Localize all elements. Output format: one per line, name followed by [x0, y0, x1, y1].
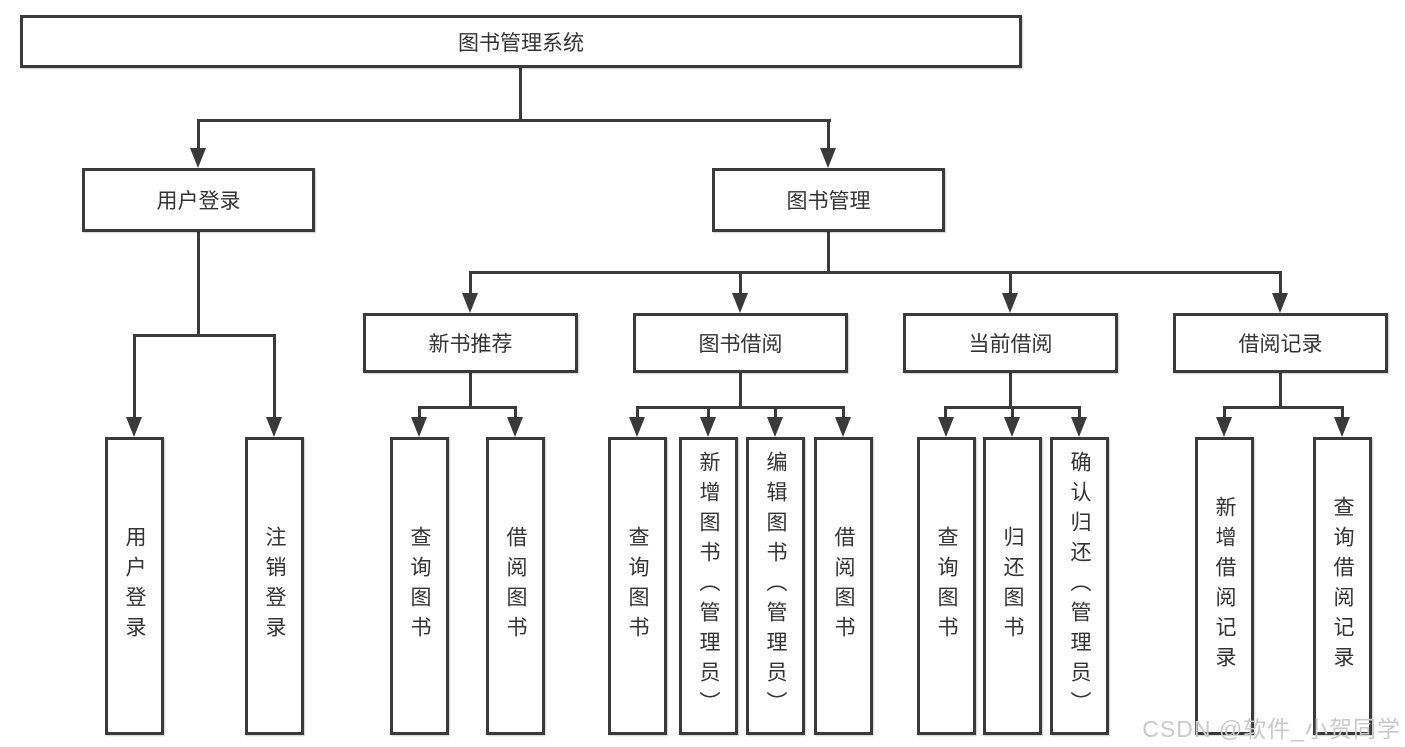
arrow-down-icon — [462, 293, 478, 313]
connector-line — [1279, 373, 1282, 409]
connector-line — [739, 271, 742, 295]
arrow-down-icon — [835, 417, 851, 437]
arrow-down-icon — [767, 417, 783, 437]
csdn-watermark: CSDN @软件_小贺同学 — [1142, 716, 1401, 742]
leaf-bb-query-books-label: 查询图书 — [626, 526, 649, 646]
node-user-login-label: 用户登录 — [156, 190, 241, 213]
connector-line — [636, 406, 845, 409]
arrow-down-icon — [190, 148, 206, 168]
connector-line — [418, 406, 517, 409]
arrow-down-icon — [732, 293, 748, 313]
leaf-nb-borrow-books: 借阅图书 — [486, 437, 545, 735]
connector-line — [197, 119, 831, 122]
leaf-bb-query-books: 查询图书 — [608, 437, 667, 735]
connector-line — [842, 406, 845, 420]
connector-line — [774, 406, 777, 420]
connector-line — [739, 373, 742, 409]
arrow-down-icon — [1272, 293, 1288, 313]
node-book-borrowing: 图书借阅 — [633, 313, 848, 373]
connector-line — [197, 119, 200, 150]
leaf-br-query-record-label: 查询借阅记录 — [1331, 496, 1354, 676]
leaf-bb-borrow-books: 借阅图书 — [814, 437, 873, 735]
leaf-cb-query-books: 查询图书 — [917, 437, 976, 735]
leaf-bb-add-books-admin: 新增图书（管理员） — [679, 437, 738, 735]
connector-line — [519, 68, 522, 122]
leaf-cb-return-books-label: 归还图书 — [1001, 526, 1024, 646]
leaf-nb-borrow-books-label: 借阅图书 — [504, 526, 527, 646]
connector-line — [273, 334, 276, 420]
connector-line — [469, 271, 1282, 274]
arrow-down-icon — [1071, 417, 1087, 437]
node-book-management: 图书管理 — [712, 168, 945, 232]
leaf-br-add-record-label: 新增借阅记录 — [1213, 496, 1236, 676]
leaf-cb-query-books-label: 查询图书 — [935, 526, 958, 646]
arrow-down-icon — [266, 417, 282, 437]
leaf-cb-confirm-return-admin-label: 确认归还（管理员） — [1068, 451, 1091, 721]
node-borrowing-records-label: 借阅记录 — [1238, 333, 1323, 356]
leaf-logout-label: 注销登录 — [263, 526, 286, 646]
node-root: 图书管理系统 — [20, 15, 1022, 68]
leaf-user-login-label: 用户登录 — [123, 526, 146, 646]
leaf-cb-confirm-return-admin: 确认归还（管理员） — [1050, 437, 1109, 735]
arrow-down-icon — [629, 417, 645, 437]
leaf-cb-return-books: 归还图书 — [983, 437, 1042, 735]
node-current-borrowing-label: 当前借阅 — [968, 333, 1053, 356]
connector-line — [514, 406, 517, 420]
node-root-label: 图书管理系统 — [458, 31, 584, 55]
connector-line — [133, 334, 276, 337]
node-user-login: 用户登录 — [82, 168, 315, 232]
arrow-down-icon — [1002, 293, 1018, 313]
leaf-bb-edit-books-admin: 编辑图书（管理员） — [746, 437, 805, 735]
node-new-book-recommend: 新书推荐 — [363, 313, 578, 373]
arrow-down-icon — [938, 417, 954, 437]
node-borrowing-records: 借阅记录 — [1173, 313, 1388, 373]
connector-line — [469, 271, 472, 295]
connector-line — [1011, 406, 1014, 420]
arrow-down-icon — [411, 417, 427, 437]
leaf-nb-query-books: 查询图书 — [390, 437, 449, 735]
connector-line — [133, 334, 136, 420]
node-book-borrowing-label: 图书借阅 — [698, 333, 783, 356]
connector-line — [197, 232, 200, 337]
arrow-down-icon — [1334, 417, 1350, 437]
connector-line — [1341, 406, 1344, 420]
leaf-nb-query-books-label: 查询图书 — [408, 526, 431, 646]
leaf-br-add-record: 新增借阅记录 — [1195, 437, 1254, 735]
connector-line — [418, 406, 421, 420]
leaf-bb-borrow-books-label: 借阅图书 — [832, 526, 855, 646]
connector-line — [827, 232, 830, 274]
arrow-down-icon — [126, 417, 142, 437]
connector-line — [636, 406, 639, 420]
leaf-bb-edit-books-admin-label: 编辑图书（管理员） — [764, 451, 787, 721]
node-book-management-label: 图书管理 — [786, 190, 871, 213]
connector-line — [1223, 406, 1226, 420]
arrow-down-icon — [1216, 417, 1232, 437]
node-current-borrowing: 当前借阅 — [903, 313, 1118, 373]
leaf-br-query-record: 查询借阅记录 — [1313, 437, 1372, 735]
connector-line — [1009, 271, 1012, 295]
leaf-user-login: 用户登录 — [105, 437, 164, 735]
node-new-book-recommend-label: 新书推荐 — [428, 333, 513, 356]
leaf-logout: 注销登录 — [245, 437, 304, 735]
connector-line — [1009, 373, 1012, 409]
connector-line — [469, 373, 472, 409]
arrow-down-icon — [700, 417, 716, 437]
arrow-down-icon — [820, 148, 836, 168]
arrow-down-icon — [1004, 417, 1020, 437]
connector-line — [707, 406, 710, 420]
connector-line — [1279, 271, 1282, 295]
connector-line — [1223, 406, 1343, 409]
connector-line — [1078, 406, 1081, 420]
connector-line — [827, 119, 830, 150]
arrow-down-icon — [507, 417, 523, 437]
connector-line — [944, 406, 947, 420]
leaf-bb-add-books-admin-label: 新增图书（管理员） — [697, 451, 720, 721]
